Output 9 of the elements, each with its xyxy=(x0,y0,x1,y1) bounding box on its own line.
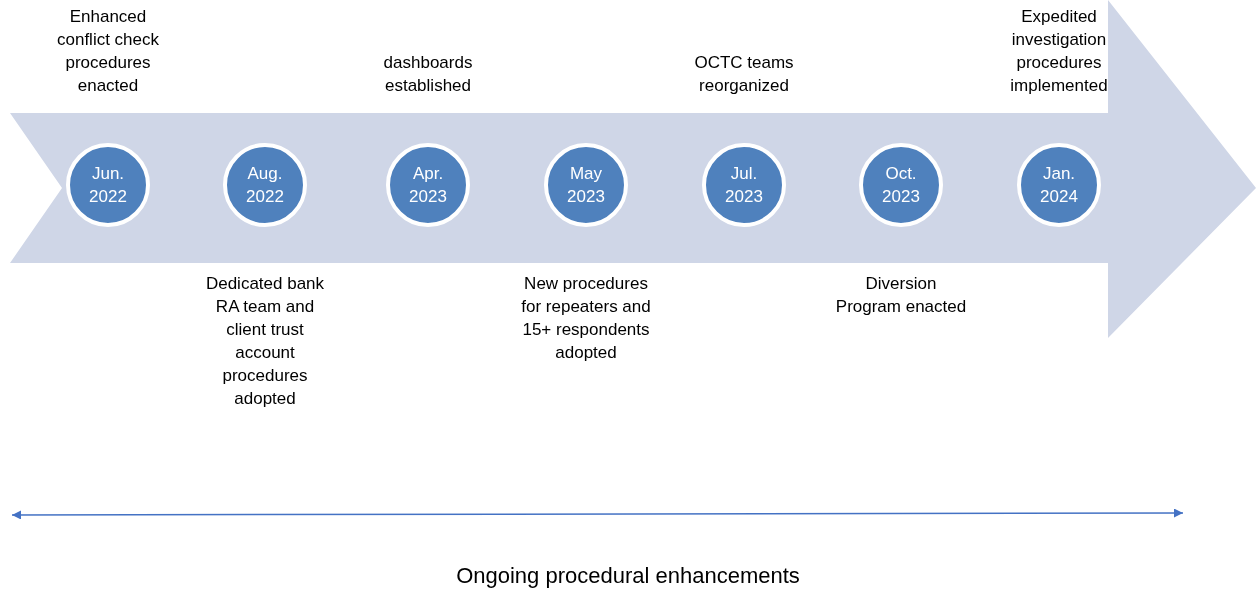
milestone-text: Dedicated bank RA team and client trust account procedures adopted xyxy=(204,273,326,410)
span-caption: Ongoing procedural enhancements xyxy=(455,563,801,589)
milestone-text: Expedited investigation procedures implemented xyxy=(1009,6,1109,97)
milestone-text: dashboards established xyxy=(382,52,474,97)
milestone-text: Diversion Program enacted xyxy=(834,273,968,318)
milestone-text: New procedures for repeaters and 15+ respondents adopted xyxy=(520,273,652,364)
timeline-arrow xyxy=(10,0,1256,340)
milestone-text: OCTC teams reorganized xyxy=(693,52,795,97)
milestone-text: Enhanced conflict check procedures enacted xyxy=(55,6,160,97)
